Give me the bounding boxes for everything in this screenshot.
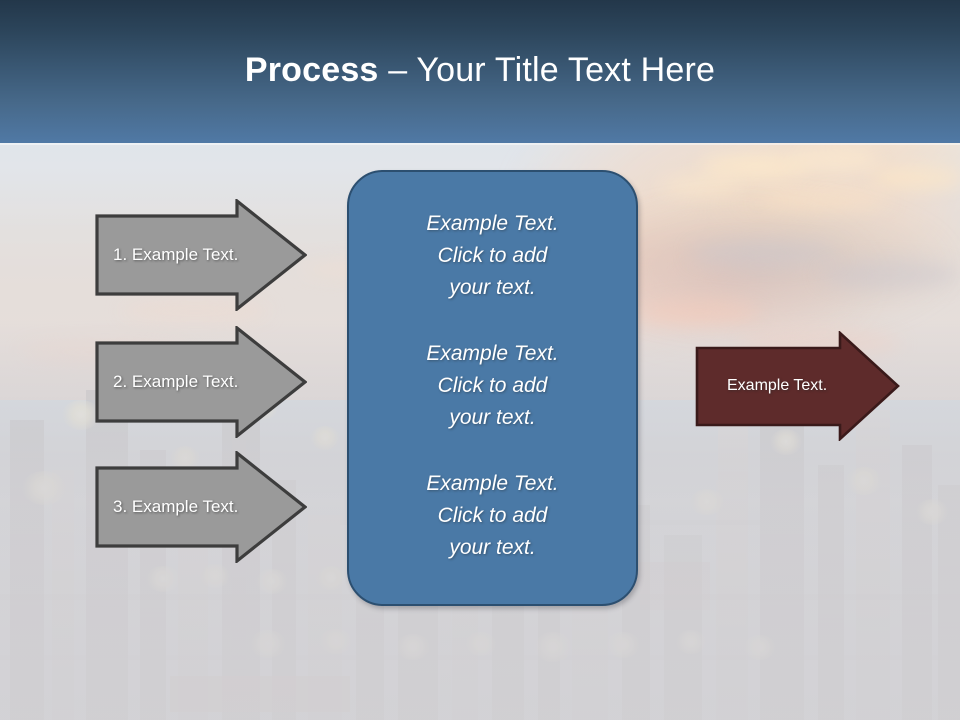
step-arrow-1-label: 1. Example Text. (113, 245, 239, 264)
step-arrow-3[interactable]: 3. Example Text. (95, 451, 307, 563)
arrow-shape-3 (95, 451, 307, 563)
cloud (760, 190, 890, 210)
cloud (690, 240, 840, 266)
panel-text-block-2: Example Text. Click to add your text. (426, 342, 559, 429)
title-bar-underline (0, 143, 960, 145)
arrow-shape-2 (95, 326, 307, 438)
cloud (790, 150, 880, 168)
page-title-strong: Process (244, 51, 379, 89)
title-bar (0, 0, 960, 143)
panel-text-block-3: Example Text. Click to add your text. (426, 472, 559, 559)
page-title-rest: – Your Title Text Here (378, 51, 716, 89)
cloud (870, 168, 960, 188)
description-panel[interactable]: Example Text. Click to add your text. Ex… (347, 170, 638, 606)
result-arrow-label: Example Text. (727, 377, 828, 394)
panel-text-block-1: Example Text. Click to add your text. (426, 212, 559, 299)
result-arrow[interactable]: Example Text. (695, 331, 900, 441)
cloud (120, 300, 270, 322)
cloud (820, 260, 960, 290)
step-arrow-2-label: 2. Example Text. (113, 372, 239, 391)
step-arrow-1[interactable]: 1. Example Text. (95, 199, 307, 311)
step-arrow-3-label: 3. Example Text. (113, 497, 239, 516)
arrow-shape-result (695, 331, 900, 441)
cloud (660, 178, 740, 194)
arrow-shape-1 (95, 199, 307, 311)
page-title: Process – Your Title Text Here (0, 48, 960, 92)
cloud (700, 155, 810, 177)
step-arrow-2[interactable]: 2. Example Text. (95, 326, 307, 438)
